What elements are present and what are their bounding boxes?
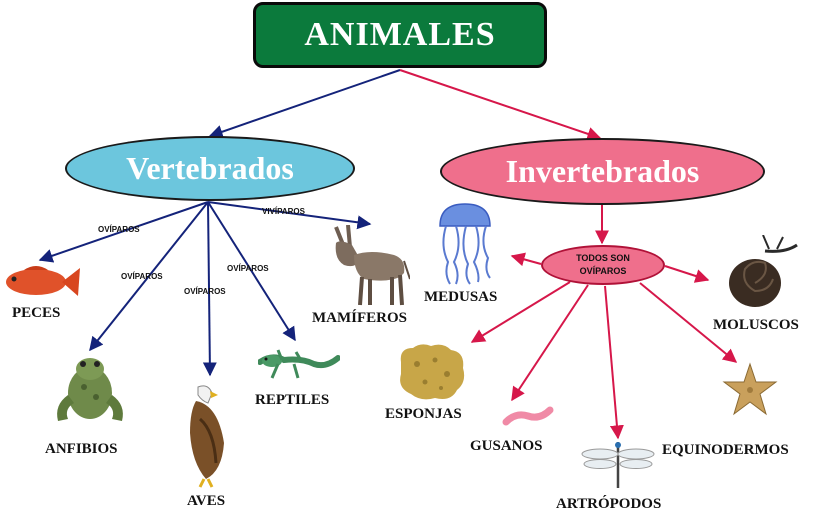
arrow-to-aves [202,201,217,377]
arrow-to-reptiles [207,201,296,342]
starfish-icon [722,362,778,416]
edge-label-aves: OVÍPAROS [184,287,226,296]
arrow-to-gusanos [511,284,589,402]
label-aves: AVES [187,493,226,509]
label-peces: PECES [12,305,61,321]
donkey-icon [334,225,410,306]
note-line-1: TODOS SON [576,253,630,263]
label-anfibios: ANFIBIOS [45,441,118,457]
invertebrados-label: Invertebrados [505,153,700,189]
arrow-to-equinodermos [639,282,738,363]
label-artropodos: ARTRÓPODOS [556,496,662,512]
edge-label-mamiferos: VIVÍPAROS [262,207,305,216]
eagle-icon [190,385,224,488]
label-gusanos: GUSANOS [470,438,543,454]
jellyfish-icon [439,203,491,285]
note-line-2: OVÍPAROS [579,266,627,276]
edge-label-peces: OVÍPAROS [98,225,140,234]
arrow-to-esponjas [470,281,571,343]
dragonfly-icon [581,442,655,488]
fish-icon [6,266,80,296]
arrow-root-invertebrados [399,69,602,141]
arrow-to-anfibios [89,201,209,352]
vertebrados-label: Vertebrados [126,150,294,186]
vertebrados-node: Vertebrados [65,136,355,201]
edge-label-reptiles: OVÍPAROS [227,264,269,273]
label-mamiferos: MAMÍFEROS [312,310,407,326]
invertebrados-node: Invertebrados [440,138,765,205]
arrow-to-medusas [510,252,542,267]
worm-icon [502,406,554,426]
arrow-to-artropodos [604,285,624,440]
edge-label-anfibios: OVÍPAROS [121,272,163,281]
label-reptiles: REPTILES [255,392,330,408]
label-esponjas: ESPONJAS [385,406,462,422]
arrow-to-peces [38,201,209,263]
snail-icon [729,235,798,307]
arrow-to-moluscos [664,265,710,283]
root-title-box: ANIMALES [253,2,547,68]
sponge-icon [400,344,465,400]
label-moluscos: MOLUSCOS [713,317,799,333]
label-equinodermos: EQUINODERMOS [662,442,789,458]
label-medusas: MEDUSAS [424,289,498,305]
arrow-to-mamiferos [207,201,372,230]
oviparous-note: TODOS SON OVÍPAROS [541,245,665,285]
root-title: ANIMALES [304,16,496,53]
arrow-root-vertebrados [208,69,401,139]
frog-icon [57,358,123,421]
lizard-icon [258,349,340,379]
